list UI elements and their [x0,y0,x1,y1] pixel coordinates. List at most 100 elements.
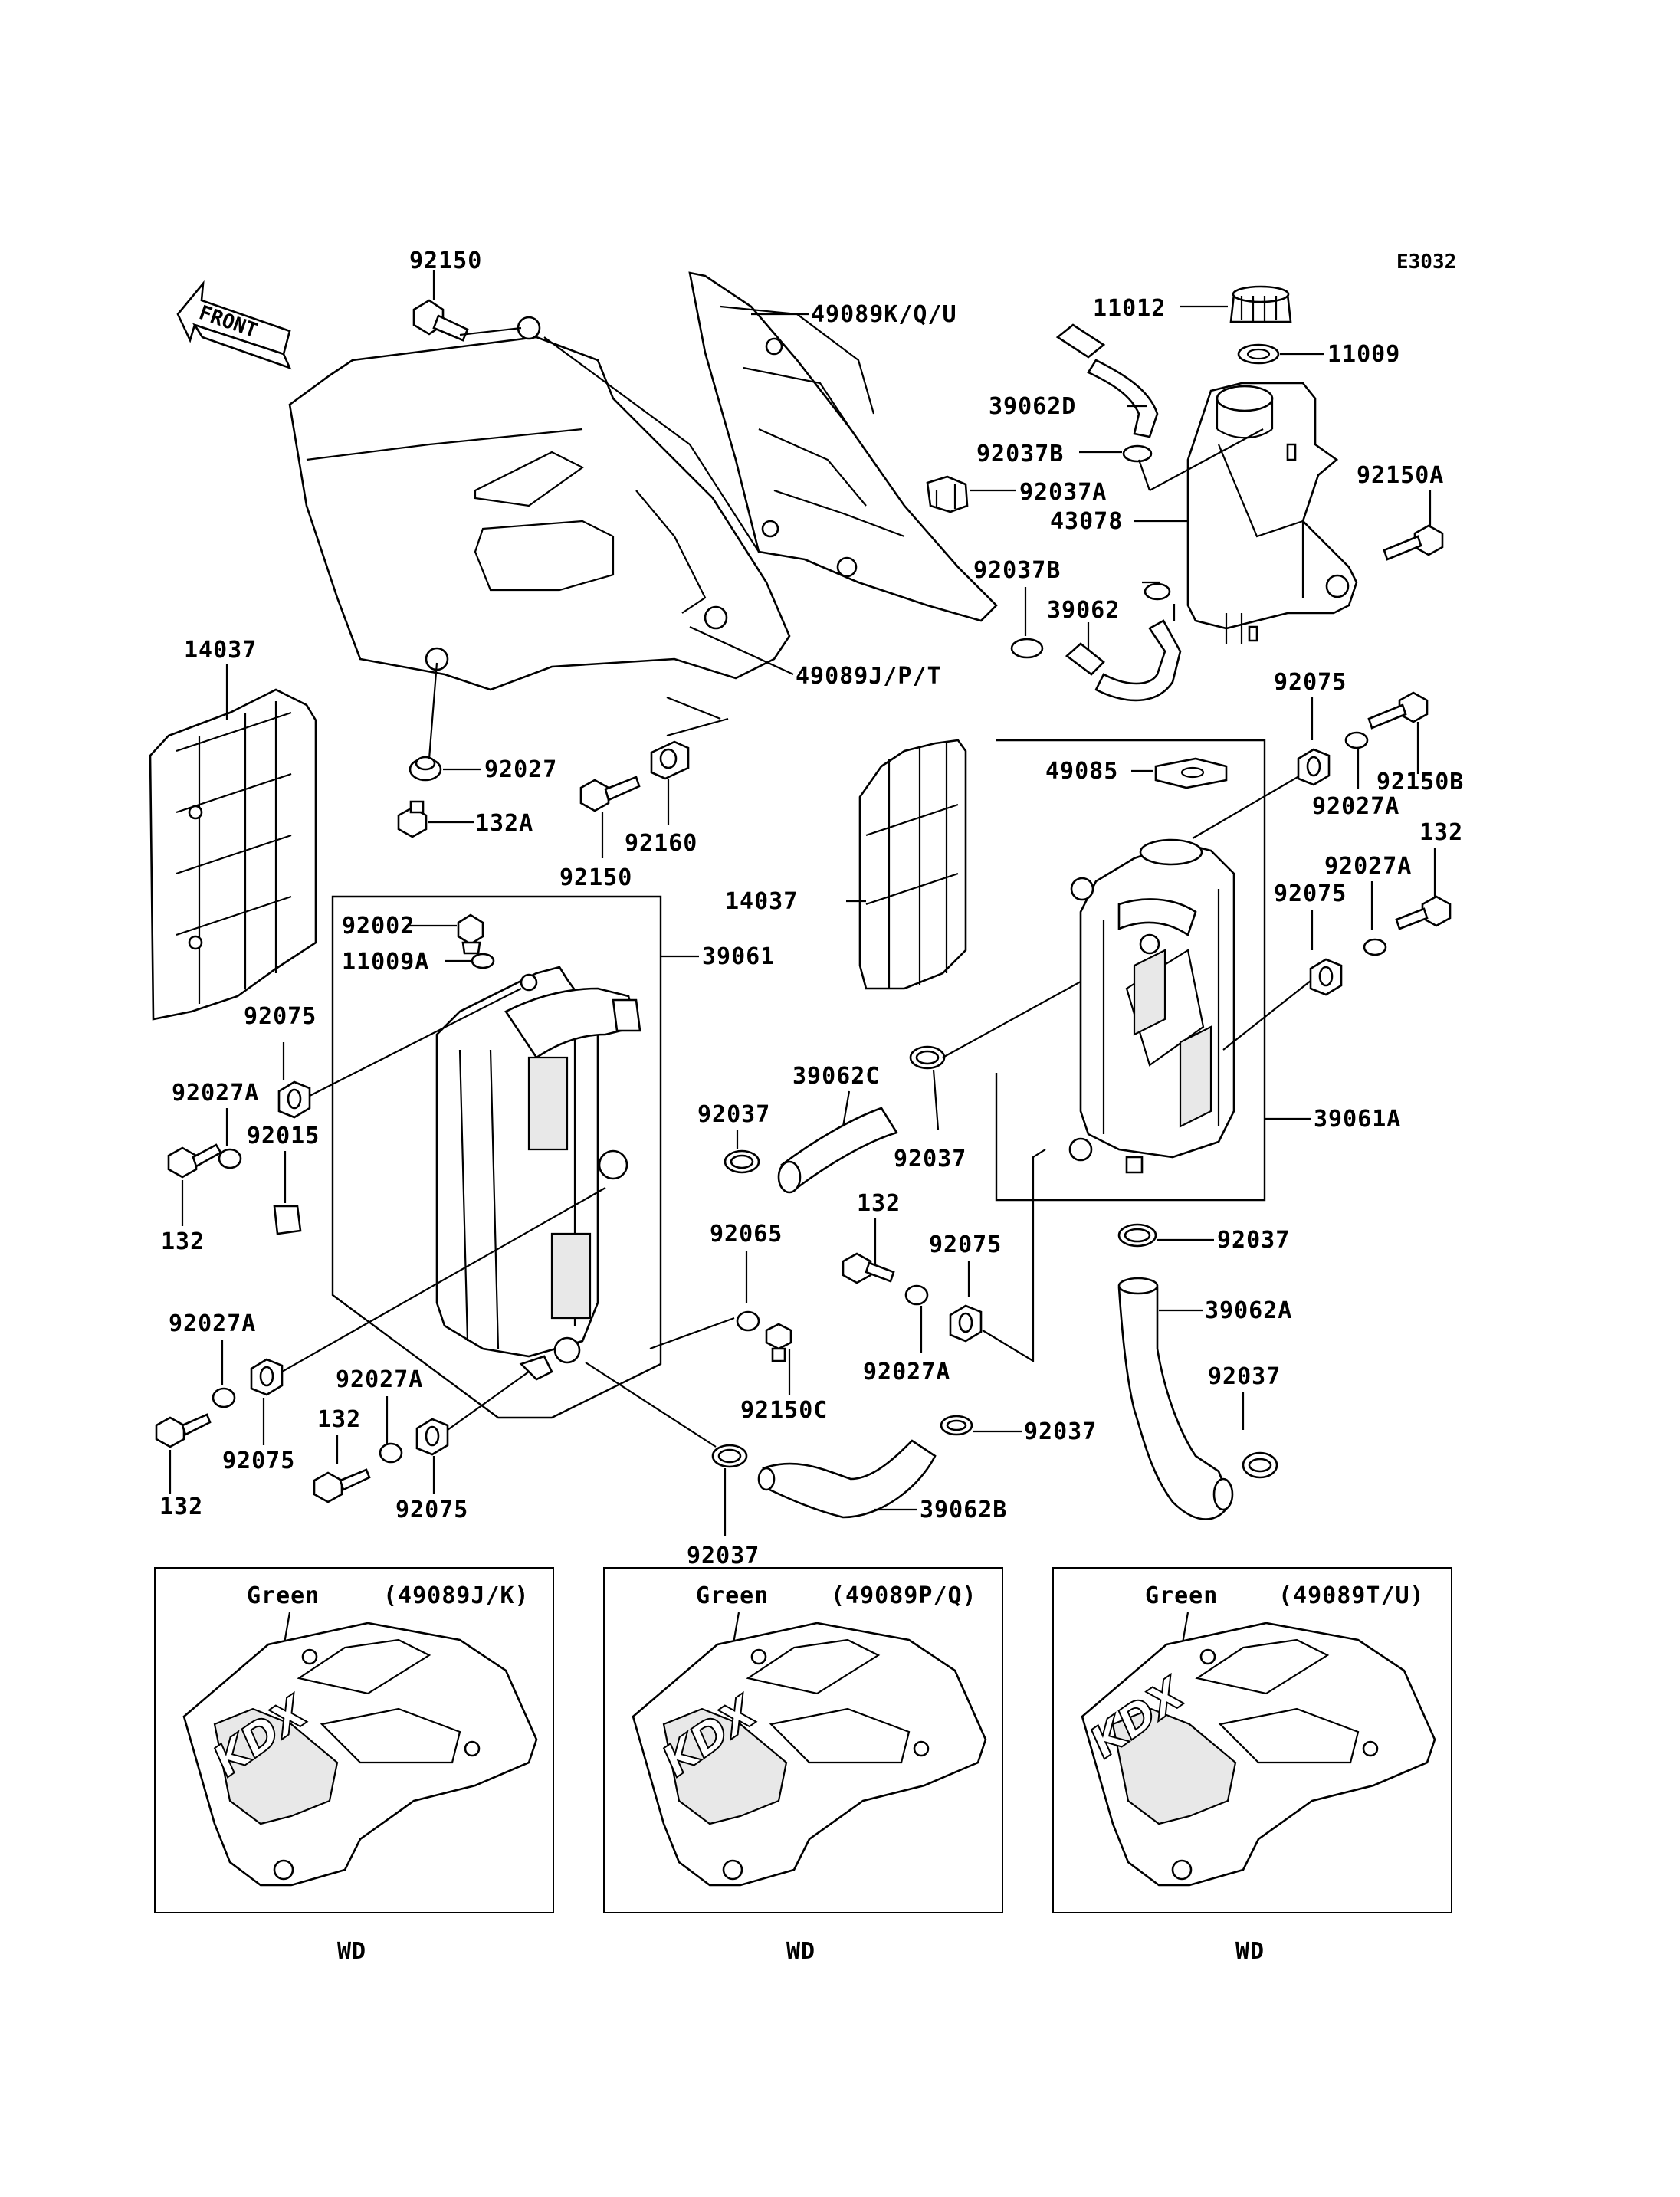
variant-2-color: Green [696,1582,769,1609]
label-132-l1: 132 [161,1228,205,1255]
clip-92015-icon [273,1205,302,1235]
label-92027: 92027 [484,756,557,783]
bolt-132-c-icon [842,1252,895,1284]
label-92002: 92002 [342,913,415,939]
variant-panel-3: Green (49089T/U) KDX WD [1052,1567,1452,1965]
grommet-92075-r2-icon [1309,958,1343,996]
reservoir-cap-11012-icon [1229,285,1292,323]
bolt-92150b-icon [1367,691,1429,730]
label-92037a: 92037A [1019,479,1107,506]
label-92027a-c: 92027A [863,1359,950,1385]
label-11009: 11009 [1327,341,1400,368]
grommet-92075-l3-icon [415,1418,449,1456]
label-39062d: 39062D [989,393,1076,420]
clamp-92037-b-icon [711,1444,748,1468]
variant-3-code: (49089T/U) [1278,1582,1425,1609]
pad-49085-icon [1154,757,1228,789]
grommet-92027a-l1-icon [218,1148,242,1169]
label-92037b-2: 92037B [973,557,1061,584]
label-39062c: 39062C [792,1063,880,1090]
variant-panel-2: Green (49089P/Q) KDX WD [603,1567,1003,1965]
label-49089jpt: 49089J/P/T [796,663,942,690]
plug-92002-icon [457,913,484,955]
label-92027a-r1: 92027A [1312,793,1399,820]
label-92075-l1: 92075 [244,1003,317,1030]
clip-92037b-2-icon [1010,638,1044,659]
shroud-graphic-2: KDX [632,1622,987,1887]
grommet-92027a-r2-icon [1363,938,1387,956]
hose-39062c-icon [777,1107,899,1194]
variant-3-caption: WD [1235,1938,1265,1965]
label-132-l2: 132 [159,1494,203,1520]
label-11012: 11012 [1093,295,1166,322]
label-92150b: 92150B [1376,769,1464,795]
label-43078: 43078 [1050,508,1123,535]
grommet-92075-r1-icon [1297,748,1331,786]
clamp-92037-r3-icon [940,1415,973,1436]
clamp-92037-c1-icon [724,1149,760,1174]
grommet-92075-l1-icon [277,1080,311,1119]
variant-panel-1: Green (49089J/K) KDX WD [154,1567,554,1965]
hose-39062a-icon [1117,1277,1234,1520]
label-92075-c: 92075 [929,1231,1002,1258]
clip-92037a-icon [926,475,969,513]
grommet-92027a-r1-icon [1344,731,1369,749]
label-92037-r: 92037 [1217,1227,1290,1254]
radiator-guard-center [858,739,967,990]
label-92027a-l2: 92027A [169,1310,256,1337]
radiator-guard-left [149,688,317,1021]
grommet-92027-icon [409,756,442,782]
washer-92065-icon [736,1310,760,1332]
bolt-92150-mid-icon [579,776,641,812]
label-92075-r2: 92075 [1274,880,1347,907]
grommet-92027a-l2-icon [212,1387,236,1408]
label-92075-r1: 92075 [1274,669,1347,696]
label-92150a: 92150A [1357,462,1444,489]
bolt-132a-icon [397,800,428,838]
hose-39062d-icon [1055,323,1159,438]
label-92150-top: 92150 [409,248,482,274]
label-132-c: 132 [857,1190,901,1217]
label-49089kqu: 49089K/Q/U [811,301,957,328]
gasket-11009-icon [1237,343,1280,365]
radiator-left [435,966,641,1381]
label-14037-mid: 14037 [725,888,798,915]
variant-2-code: (49089P/Q) [831,1582,977,1609]
label-92037-c2: 92037 [894,1146,966,1172]
radiator-shroud-inner [688,271,998,622]
clamp-92037-r2-icon [1242,1451,1278,1479]
label-49085: 49085 [1045,758,1118,785]
washer-11009a-icon [471,953,495,969]
label-39061a: 39061A [1314,1106,1401,1133]
bolt-132-l3-icon [313,1468,371,1503]
label-92150c: 92150C [740,1397,828,1424]
label-92027a-r2: 92027A [1324,853,1412,880]
variant-1-code: (49089J/K) [383,1582,530,1609]
grommet-92160-icon [650,740,690,780]
label-11009a: 11009A [342,949,429,976]
label-92075-l3: 92075 [395,1497,468,1523]
radiator-shroud-left-outer [288,316,791,691]
hose-39062-icon [1065,619,1182,702]
label-132-r1: 132 [1419,819,1463,846]
shroud-graphic-3: KDX [1081,1622,1436,1887]
shroud-graphic-1: KDX [182,1622,538,1887]
label-39061: 39061 [702,943,775,970]
label-92027a-l3: 92027A [336,1366,423,1393]
label-92150-mid: 92150 [559,864,632,891]
reservoir-tank-43078 [1186,382,1358,644]
bolt-132-l2-icon [155,1413,212,1448]
clamp-92037-r-icon [1117,1223,1157,1248]
label-92037-c1: 92037 [697,1101,770,1128]
label-39062a: 39062A [1205,1297,1292,1324]
label-92075-l2: 92075 [222,1448,295,1474]
clip-92037b-1-icon [1122,444,1153,463]
radiator-right [1068,838,1235,1174]
grommet-92075-c-icon [949,1304,983,1343]
label-92015: 92015 [247,1123,320,1149]
label-92037-b: 92037 [687,1543,760,1569]
label-14037-left: 14037 [184,637,257,664]
variant-3-color: Green [1145,1582,1218,1609]
diagram-code: E3032 [1396,251,1456,274]
